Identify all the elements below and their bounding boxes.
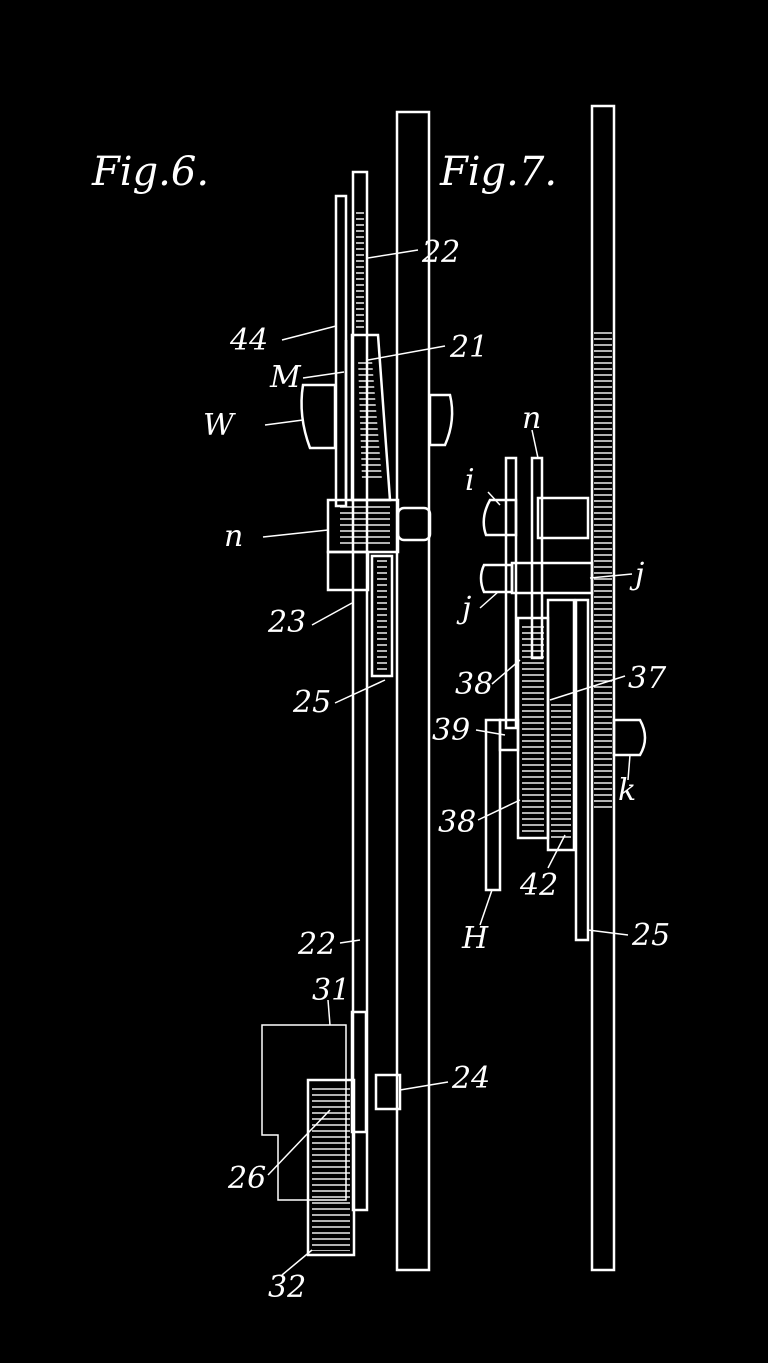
leader-31 bbox=[327, 999, 331, 1026]
fig7-title: Fig.7. bbox=[439, 149, 557, 195]
hub-n-shading bbox=[340, 505, 390, 547]
plate-h bbox=[484, 718, 502, 892]
block-23 bbox=[326, 550, 370, 592]
label-k: k bbox=[618, 773, 636, 808]
leader-22-top bbox=[367, 249, 419, 259]
label-22-top: 22 bbox=[421, 235, 460, 270]
boss-w-right bbox=[428, 393, 454, 447]
boss-j-left bbox=[479, 563, 514, 594]
label-n-fig7: n bbox=[522, 401, 541, 436]
leader-38-upper bbox=[491, 659, 521, 685]
boss-i bbox=[482, 498, 518, 537]
label-44: 44 bbox=[229, 323, 268, 358]
pin-24 bbox=[374, 1073, 402, 1111]
label-i: i bbox=[465, 463, 475, 498]
label-26: 26 bbox=[227, 1161, 266, 1196]
leader-j-right bbox=[589, 573, 633, 579]
lower-plate bbox=[350, 1010, 368, 1134]
leader-m bbox=[302, 371, 345, 379]
label-w: W bbox=[203, 408, 236, 443]
leader-37 bbox=[549, 675, 626, 701]
leader-25 bbox=[334, 679, 386, 704]
label-24: 24 bbox=[451, 1061, 490, 1096]
label-h: H bbox=[461, 921, 489, 956]
leader-32 bbox=[281, 1249, 313, 1276]
leader-n-fig7 bbox=[531, 429, 539, 459]
leader-h bbox=[479, 889, 493, 926]
wedge-21-shading bbox=[358, 360, 382, 480]
leader-25-fig7 bbox=[587, 929, 629, 936]
bar-25-fig7 bbox=[574, 598, 590, 942]
label-42: 42 bbox=[519, 868, 558, 903]
leader-w bbox=[264, 419, 304, 426]
leader-i bbox=[487, 491, 501, 506]
label-22-bottom: 22 bbox=[297, 927, 336, 962]
label-38-upper: 38 bbox=[455, 667, 493, 702]
leader-24 bbox=[399, 1081, 449, 1091]
label-31: 31 bbox=[312, 973, 350, 1008]
label-38-lower: 38 bbox=[438, 805, 476, 840]
leader-n bbox=[262, 529, 329, 538]
gear-37-teeth bbox=[551, 700, 571, 840]
fig6-title: Fig.6. bbox=[91, 149, 209, 195]
leader-23 bbox=[311, 602, 353, 626]
label-39: 39 bbox=[432, 713, 470, 748]
leader-44 bbox=[281, 325, 337, 341]
gear-26-teeth bbox=[312, 1086, 350, 1251]
leader-26 bbox=[267, 1109, 331, 1176]
gear-26 bbox=[306, 1078, 356, 1257]
plate-22-teeth bbox=[356, 210, 364, 330]
rack-main bbox=[590, 104, 616, 1272]
hatched-wall bbox=[395, 110, 431, 1272]
figure-7: Fig.7. n bbox=[432, 104, 670, 1272]
leader-42 bbox=[547, 834, 566, 869]
plate-44 bbox=[334, 194, 348, 508]
boss-w-left bbox=[300, 383, 337, 450]
leader-39 bbox=[475, 729, 506, 736]
leader-38-lower bbox=[477, 799, 521, 821]
hub-n-pin bbox=[396, 506, 432, 542]
block-39 bbox=[498, 718, 520, 752]
leader-21 bbox=[367, 345, 446, 361]
bar-25 bbox=[370, 554, 394, 678]
label-21: 21 bbox=[449, 330, 488, 365]
leader-j-left bbox=[479, 591, 499, 609]
housing-31 bbox=[261, 1024, 347, 1201]
label-23: 23 bbox=[267, 605, 306, 640]
label-25-fig7: 25 bbox=[631, 918, 670, 953]
leader-k bbox=[627, 754, 631, 781]
gear-38-teeth bbox=[522, 622, 544, 834]
label-m: M bbox=[269, 360, 302, 395]
figure-6: Fig.6. bbox=[91, 110, 490, 1305]
rack-teeth bbox=[594, 330, 612, 810]
bar-25-shading bbox=[377, 560, 387, 672]
hub-j bbox=[510, 561, 594, 595]
label-n: n bbox=[224, 519, 243, 554]
leader-22-bottom bbox=[339, 939, 361, 944]
boss-i-right bbox=[536, 496, 590, 540]
label-37: 37 bbox=[628, 661, 667, 696]
rod-n-left bbox=[504, 456, 518, 730]
boss-k bbox=[612, 718, 647, 757]
plate-22 bbox=[351, 170, 369, 1212]
label-32: 32 bbox=[268, 1270, 306, 1305]
label-j-left: j bbox=[456, 591, 471, 626]
gear-37 bbox=[546, 598, 576, 852]
label-25: 25 bbox=[292, 685, 331, 720]
